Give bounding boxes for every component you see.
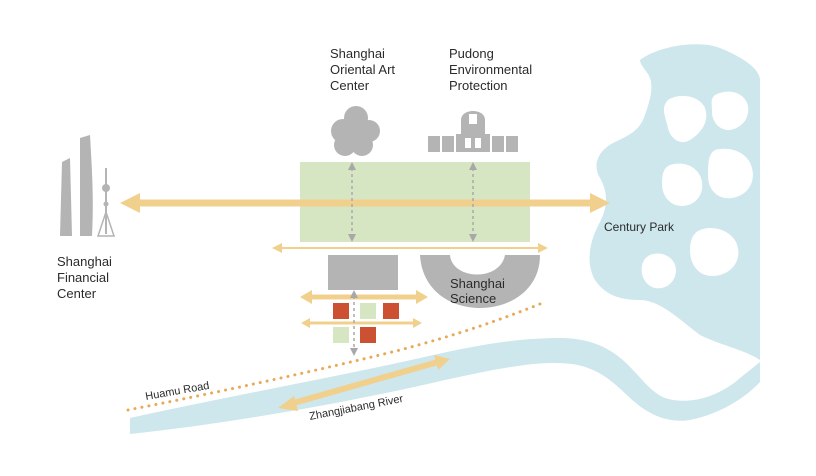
small-axis-arrow-lower <box>301 318 422 328</box>
grid-block-cluster <box>333 303 399 343</box>
financial-line-1: Shanghai <box>57 254 112 269</box>
oriental-art-line-3: Center <box>330 78 370 93</box>
island-shape <box>641 253 676 289</box>
vertical-dashed-axis-west <box>348 162 356 242</box>
main-axis-arrow <box>120 193 610 213</box>
label-oriental-art-center: Shanghai Oriental Art Center <box>330 46 395 93</box>
financial-center-skyline <box>60 135 116 237</box>
river-axis-arrow <box>278 355 450 411</box>
island-shape <box>690 228 739 276</box>
red-block <box>383 303 399 319</box>
oriental-pearl-tower <box>96 168 116 237</box>
shanghai-science-building <box>420 255 540 308</box>
jinmao-tower <box>60 158 72 236</box>
green-block <box>360 303 376 319</box>
science-line-1: Shanghai <box>450 276 505 291</box>
island-shape <box>708 148 753 199</box>
green-block <box>333 327 349 343</box>
pudong-env-building <box>428 111 518 152</box>
zhangjiabang-river <box>130 338 760 434</box>
huamu-road <box>126 300 547 412</box>
financial-line-2: Financial <box>57 270 109 285</box>
vertical-dashed-axis-east <box>469 162 477 242</box>
oriental-art-line-1: Shanghai <box>330 46 385 61</box>
island-shape <box>663 95 707 143</box>
label-pudong-env: Pudong Environmental Protection <box>449 46 532 93</box>
pudong-env-line-3: Protection <box>449 78 508 93</box>
label-shanghai-science: Shanghai Science <box>450 276 505 306</box>
pudong-env-line-2: Environmental <box>449 62 532 77</box>
label-financial-center: Shanghai Financial Center <box>57 254 112 301</box>
oriental-art-line-2: Oriental Art <box>330 62 395 77</box>
oriental-art-center-building <box>331 106 380 156</box>
island-shape <box>662 163 703 206</box>
small-axis-arrow-upper <box>300 290 428 304</box>
vertical-dashed-axis-small <box>350 290 358 356</box>
gray-building-block <box>328 255 398 290</box>
label-century-park: Century Park <box>604 220 675 234</box>
red-block <box>360 327 376 343</box>
financial-line-3: Center <box>57 286 97 301</box>
secondary-axis-arrow <box>272 243 548 253</box>
pudong-env-building-details <box>465 114 481 148</box>
pudong-env-line-1: Pudong <box>449 46 494 61</box>
red-block <box>333 303 349 319</box>
century-park-water <box>589 44 760 361</box>
shanghai-tower <box>80 135 93 236</box>
island-shape <box>711 91 749 131</box>
science-line-2: Science <box>450 291 496 306</box>
